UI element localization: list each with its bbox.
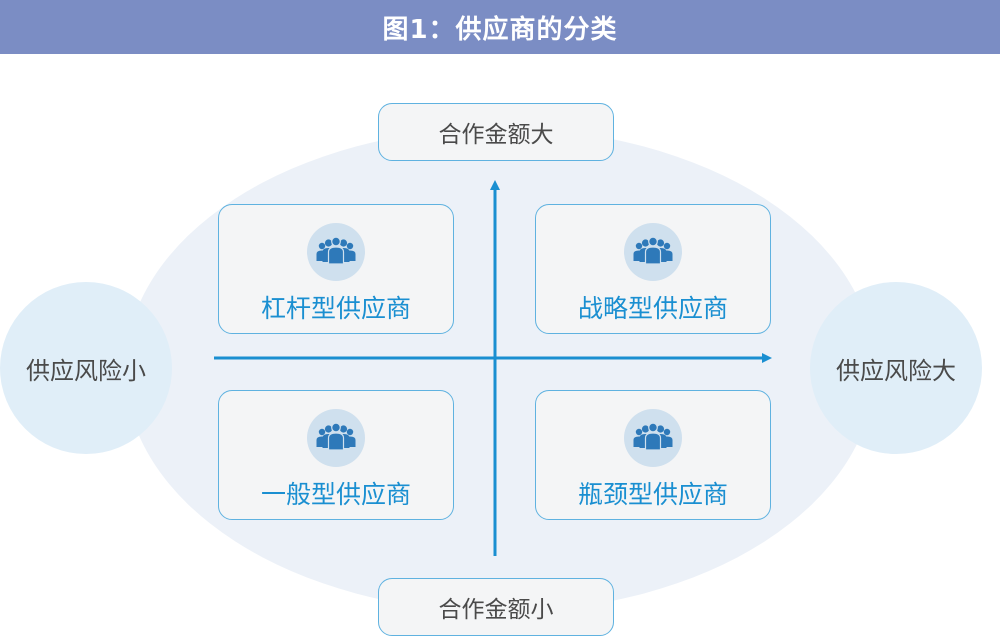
risk-low-circle: 供应风险小 <box>0 282 172 454</box>
people-group-icon <box>624 409 682 467</box>
amount-low-label: 合作金额小 <box>438 597 554 623</box>
people-group-icon <box>624 223 682 281</box>
quadrant-general-label: 一般型供应商 <box>260 480 411 509</box>
risk-high-circle: 供应风险大 <box>810 282 982 454</box>
quadrant-strategic-label: 战略型供应商 <box>577 294 728 323</box>
people-group-icon <box>307 409 365 467</box>
quadrant-leverage: 杠杆型供应商 <box>218 204 454 334</box>
quadrant-leverage-label: 杠杆型供应商 <box>260 294 411 323</box>
page-title: 图1：供应商的分类 <box>382 14 618 45</box>
quadrant-general: 一般型供应商 <box>218 390 454 520</box>
risk-low-label: 供应风险小 <box>26 356 146 385</box>
title-bar: 图1：供应商的分类 <box>0 0 1000 54</box>
people-group-icon <box>307 223 365 281</box>
quadrant-strategic: 战略型供应商 <box>535 204 771 334</box>
amount-high-label: 合作金额大 <box>438 122 554 148</box>
quadrant-bottleneck-label: 瓶颈型供应商 <box>577 480 728 509</box>
quadrant-bottleneck: 瓶颈型供应商 <box>535 390 771 520</box>
risk-high-label: 供应风险大 <box>836 356 956 385</box>
amount-low-box: 合作金额小 <box>378 578 614 636</box>
amount-high-box: 合作金额大 <box>378 103 614 161</box>
